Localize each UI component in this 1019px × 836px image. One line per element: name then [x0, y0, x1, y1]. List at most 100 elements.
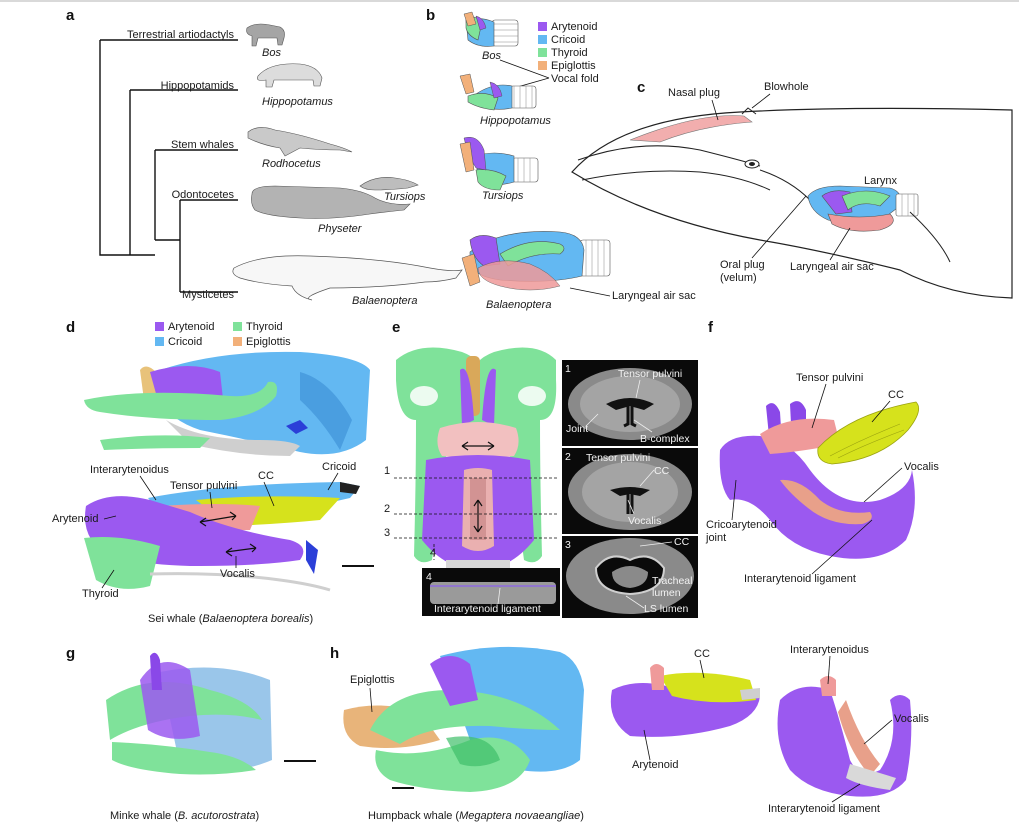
taxon-hippopotamus: Hippopotamus — [262, 96, 333, 108]
larynx-balaenoptera — [461, 231, 611, 291]
h-caption: Humpback whale (Megaptera novaeangliae) — [368, 810, 584, 822]
c-oral-plug-leader — [751, 195, 807, 259]
g-caption-species: B. acutorostrata — [178, 810, 256, 822]
c-nasal-plug-leader — [711, 99, 719, 121]
d-cricoid-leader — [327, 472, 339, 491]
f-cricoarytenoid: Cricoarytenoid — [706, 519, 777, 531]
ct1-joint: Joint — [566, 423, 588, 435]
ct-slice-2 — [562, 448, 698, 534]
ct2-number: 2 — [565, 451, 571, 463]
b-taxon-balaenoptera: Balaenoptera — [486, 299, 551, 311]
ct3-ls-lumen: LS lumen — [644, 603, 689, 615]
h-interarytenoid-ligament: Interarytenoid ligament — [768, 803, 880, 815]
d-interarytenoidus-leader — [139, 475, 157, 501]
panel-label-h: h — [330, 645, 339, 662]
d-legend-epiglottis: Epiglottis — [246, 336, 291, 348]
ct2-cc-leader — [639, 469, 655, 487]
ct3-cc-leader — [639, 541, 673, 547]
clade-stem-whales: Stem whales — [171, 139, 234, 151]
f-render — [719, 401, 920, 559]
larynx-tursiops — [459, 137, 539, 191]
ct2-vocalis: Vocalis — [628, 515, 661, 527]
clade-hippopotamids: Hippopotamids — [161, 80, 235, 92]
h-render-main — [343, 646, 584, 792]
c-air-sac-leader — [829, 227, 851, 261]
rodhocetus-silhouette — [247, 127, 353, 157]
ct3-ls-leader — [625, 595, 645, 609]
f-tensor-pulvini: Tensor pulvini — [796, 372, 863, 384]
d-arytenoid: Arytenoid — [52, 513, 98, 525]
legend-cricoid: Cricoid — [551, 34, 585, 46]
d-upper-render — [84, 351, 370, 456]
d-legend-cricoid: Cricoid — [168, 336, 202, 348]
h-cc: CC — [694, 648, 710, 660]
f-cc-leader — [871, 400, 891, 423]
d-cc-leader — [263, 481, 275, 507]
b-legend: Arytenoid Cricoid Thyroid Epiglottis Voc… — [499, 21, 599, 93]
d-legend-swatch-epiglottis — [233, 337, 242, 346]
d-arytenoid-leader — [103, 515, 117, 520]
panel-label-e: e — [392, 319, 400, 336]
h-render-side — [610, 664, 760, 737]
hippopotamus-silhouette — [257, 63, 323, 88]
h-caption-post: ) — [580, 810, 584, 822]
b-taxon-bos: Bos — [482, 50, 501, 62]
g-caption-post: ) — [256, 810, 260, 822]
h-vocalis-leader — [863, 719, 893, 745]
d-scale-bar — [342, 565, 374, 567]
legend-epiglottis: Epiglottis — [551, 60, 596, 72]
d-thyroid-leader — [101, 569, 115, 589]
c-blowhole: Blowhole — [764, 81, 809, 93]
taxon-bos: Bos — [262, 47, 281, 59]
e-slice-2: 2 — [384, 503, 390, 515]
taxon-rodhocetus: Rodhocetus — [262, 158, 321, 170]
ct1-tensor-pulvini: Tensor pulvini — [618, 368, 682, 380]
panel-label-d: d — [66, 319, 75, 336]
d-vocalis: Vocalis — [220, 568, 255, 580]
h-arytenoid: Arytenoid — [632, 759, 678, 771]
ct1-joint-leader — [585, 413, 599, 427]
f-ligament-leader — [811, 519, 873, 575]
h-scale-bar — [392, 787, 414, 789]
e-slice-1: 1 — [384, 465, 390, 477]
d-lower-render — [84, 482, 360, 592]
d-legend-swatch-arytenoid — [155, 322, 164, 331]
b-laryngeal-air-sac: Laryngeal air sac — [612, 290, 696, 302]
ct-slice-1 — [562, 360, 698, 446]
d-cricoid: Cricoid — [322, 461, 356, 473]
h-caption-species: Megaptera novaeangliae — [459, 810, 580, 822]
h-interarytenoidus: Interarytenoidus — [790, 644, 869, 656]
tursiops-silhouette — [359, 177, 419, 191]
g-scale-bar — [284, 760, 316, 762]
f-vocalis: Vocalis — [904, 461, 939, 473]
ct1-b-complex: B-complex — [640, 433, 690, 445]
ct3-number: 3 — [565, 539, 571, 551]
b-taxon-hippopotamus: Hippopotamus — [480, 115, 551, 127]
b-air-sac-leader — [569, 287, 611, 297]
larynx-hippopotamus — [459, 73, 537, 111]
legend-arytenoid: Arytenoid — [551, 21, 597, 33]
g-caption-pre: Minke whale ( — [110, 810, 178, 822]
larynx-bos — [463, 11, 519, 47]
whale-head-diagram — [571, 107, 1013, 299]
d-legend-thyroid: Thyroid — [246, 321, 283, 333]
ct3-cc: CC — [674, 536, 690, 548]
panel-label-a: a — [66, 7, 75, 24]
ct3-lumen: lumen — [652, 587, 681, 599]
ct2-tensor-pulvini: Tensor pulvini — [586, 452, 650, 464]
ct1-bcomplex-leader — [633, 419, 653, 433]
legend-thyroid: Thyroid — [551, 47, 588, 59]
ct-slice-4 — [422, 568, 560, 616]
h-epiglottis-leader — [369, 687, 373, 713]
panel-label-f: f — [708, 319, 714, 336]
c-oral-plug-velum: (velum) — [720, 272, 757, 284]
c-nasal-plug: Nasal plug — [668, 87, 720, 99]
h-cc-leader — [699, 659, 705, 679]
panel-e: e 1 2 3 4 1 — [384, 319, 698, 618]
physeter-silhouette — [251, 185, 411, 219]
c-laryngeal-air-sac: Laryngeal air sac — [790, 261, 874, 273]
ct2-vocalis-leader — [627, 499, 635, 515]
panel-b: b Arytenoid Cricoid Thyroid Epiglottis V… — [426, 7, 696, 311]
h-ligament-leader — [831, 783, 861, 803]
